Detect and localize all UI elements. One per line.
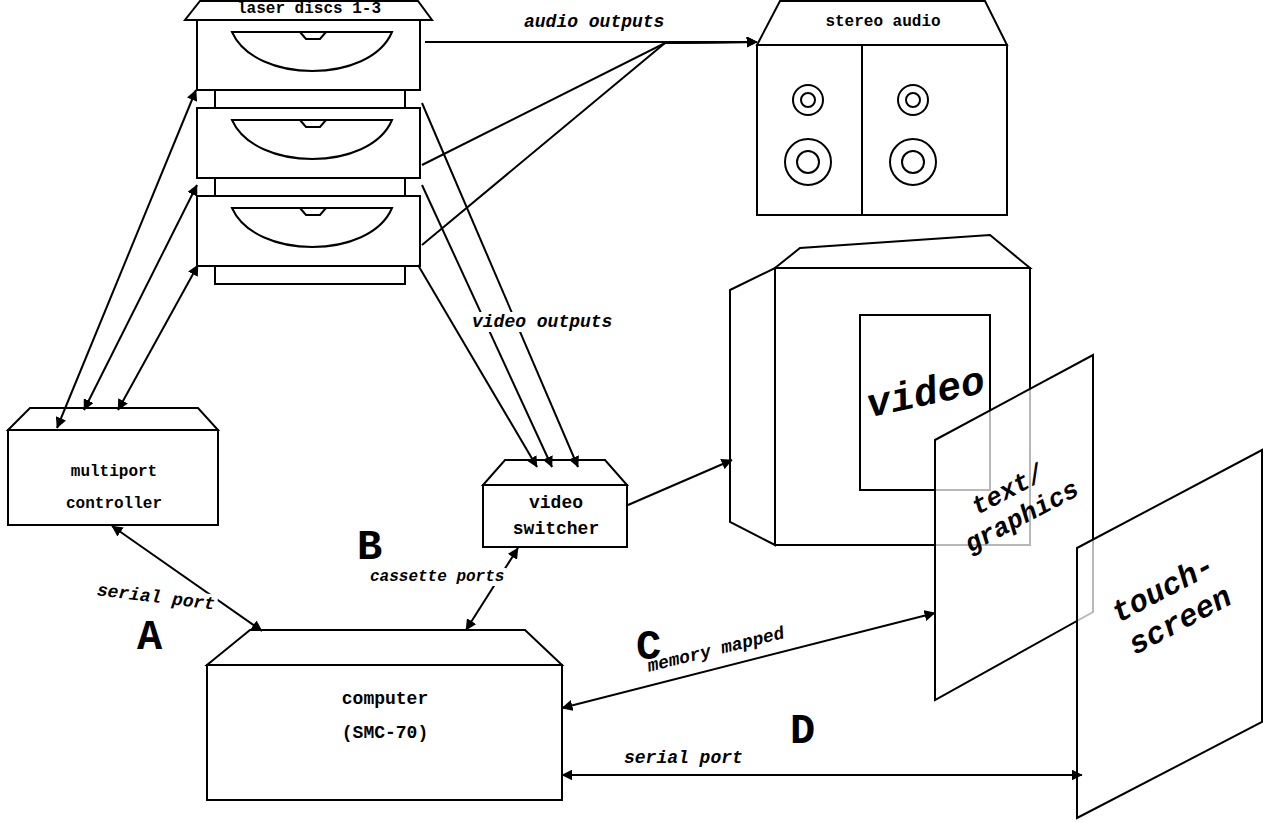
signal-connector (57, 90, 196, 428)
connection-label: audio outputs (522, 12, 666, 32)
signal-connector (422, 103, 578, 467)
connection-label: serial port (94, 580, 218, 615)
layer-label: touch- screen (1093, 541, 1250, 670)
connection-label: video outputs (470, 312, 614, 332)
computer-housing (207, 630, 562, 800)
device-node: stereo audio (757, 0, 1009, 215)
laser-disc-stack (185, 1, 432, 284)
device-label: video switcher (501, 490, 611, 542)
layer-label: video (859, 360, 993, 430)
device-node: video switcher (483, 460, 629, 548)
device-label: laser discs 1-3 (185, 1, 433, 19)
device-node: touch- screen (1077, 450, 1264, 820)
device-label: stereo audio (757, 13, 1009, 32)
signal-connector (628, 460, 732, 505)
callout-letter: C (636, 624, 661, 672)
touch-panel (1077, 450, 1262, 818)
device-label: multiport controller (54, 456, 174, 520)
signal-connector (422, 42, 757, 165)
device-node: computer (SMC-70) (207, 630, 563, 802)
signal-connector (562, 613, 935, 708)
connection-label: cassette ports (368, 568, 506, 586)
connection-label: serial port (622, 748, 745, 768)
signal-connector (422, 42, 757, 245)
layer-label: text/ graphics (937, 444, 1093, 565)
signal-connector (466, 548, 518, 630)
callout-letter: B (357, 524, 382, 572)
signal-connector (562, 774, 1082, 776)
switcher-housing (483, 460, 627, 547)
callout-letter: A (137, 614, 162, 662)
device-label: computer (SMC-70) (325, 682, 445, 750)
signal-connector (118, 265, 198, 410)
device-node: laser discs 1-3 (185, 0, 433, 296)
signal-connector (418, 265, 537, 467)
multiport-housing (8, 408, 218, 525)
stereo-speakers (757, 1, 1007, 215)
device-node: text/ graphics (935, 355, 1095, 700)
device-node: multiport controller (8, 408, 220, 526)
signal-connector (84, 185, 197, 410)
callout-letter: D (790, 708, 815, 756)
signal-connector (112, 526, 262, 631)
